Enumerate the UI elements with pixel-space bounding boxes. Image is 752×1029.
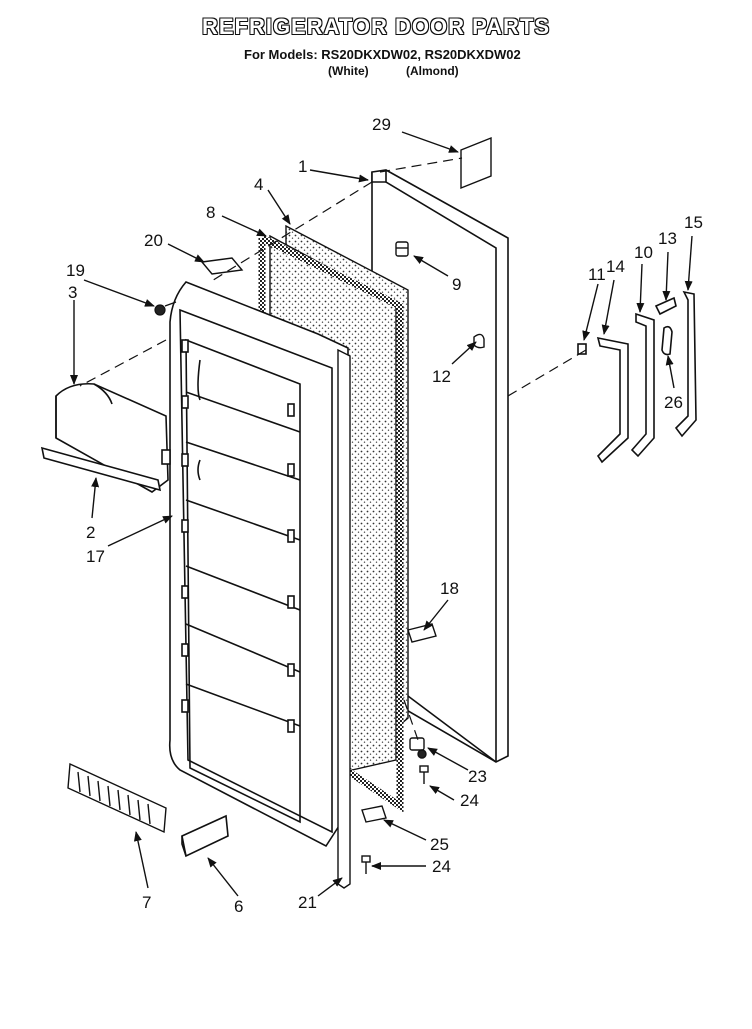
- callout-12: 12: [432, 367, 451, 386]
- callout-7: 7: [142, 893, 151, 912]
- bushing-part-23: [409, 737, 427, 759]
- callout-29: 29: [372, 115, 391, 134]
- handle-assembly: [577, 290, 697, 464]
- rail-part-20: [200, 257, 244, 275]
- callout-9: 9: [452, 275, 461, 294]
- callout-3: 3: [68, 283, 77, 302]
- screw-part-19: [154, 301, 177, 316]
- trim-strip-part-21: [337, 348, 351, 889]
- variant-almond: (Almond): [406, 64, 459, 78]
- callout-18: 18: [440, 579, 459, 598]
- callout-1: 1: [298, 157, 307, 176]
- callout-13: 13: [658, 229, 677, 248]
- callout-24-upper: 24: [460, 791, 479, 810]
- callout-19: 19: [66, 261, 85, 280]
- bolt-part-13: [654, 296, 677, 316]
- callout-26: 26: [664, 393, 683, 412]
- bracket-part-6: [181, 814, 229, 858]
- model-separator: ,: [417, 47, 422, 62]
- page-title: REFRIGERATOR DOOR PARTS: [201, 14, 551, 39]
- shelf-trim-part-2: [40, 446, 162, 492]
- callout-11: 11: [588, 265, 606, 284]
- spacer-part-11: [577, 343, 587, 355]
- callout-4: 4: [254, 175, 263, 194]
- plug-part-9: [395, 241, 409, 257]
- callout-21: 21: [298, 893, 317, 912]
- callout-14: 14: [606, 257, 625, 276]
- label-part-29: [460, 136, 492, 190]
- callout-2: 2: [86, 523, 95, 542]
- callout-23: 23: [468, 767, 487, 786]
- variant-white: (White): [328, 64, 369, 78]
- callout-8: 8: [206, 203, 215, 222]
- screw-part-24-lower: [361, 855, 371, 874]
- clip-part-26: [661, 325, 673, 356]
- hinge-plate-part-25: [361, 805, 387, 823]
- screw-part-24-upper: [419, 765, 429, 784]
- model-1: RS20DKXDW02: [321, 47, 418, 62]
- handle-end-part-14: [596, 336, 629, 464]
- model-numbers: For Models: RS20DKXDW02, RS20DKXDW02: [244, 47, 521, 62]
- grille-part-7: [67, 762, 167, 834]
- callout-20: 20: [144, 231, 163, 250]
- door-liner: [168, 281, 349, 848]
- handle-bar-part-10: [630, 312, 655, 458]
- models-prefix: For Models:: [244, 47, 318, 62]
- callout-6: 6: [234, 897, 243, 916]
- callout-15: 15: [684, 213, 703, 232]
- alignment-lines: [79, 157, 587, 741]
- callout-17: 17: [86, 547, 105, 566]
- handle-part-15: [674, 290, 697, 438]
- callout-25: 25: [430, 835, 449, 854]
- callout-24-lower: 24: [432, 857, 451, 876]
- clip-part-12: [473, 333, 485, 349]
- leader-arrows: [70, 131, 693, 897]
- model-2: RS20DKXDW02: [424, 47, 521, 62]
- callout-10: 10: [634, 243, 653, 262]
